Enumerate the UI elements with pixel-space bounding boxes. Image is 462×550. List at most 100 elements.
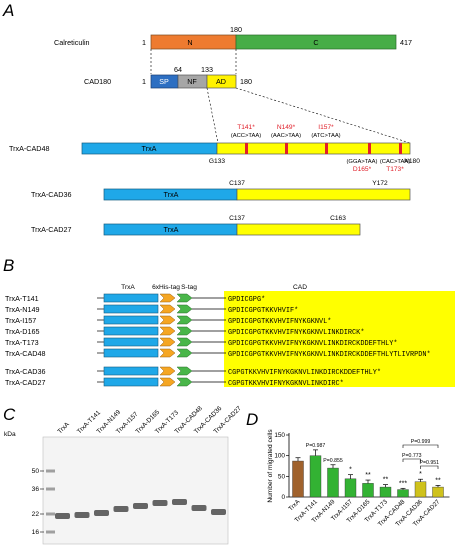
ladder-band [46, 512, 55, 516]
cad-sequence: GPDICGPG* [228, 296, 265, 304]
trxa-cad48-label: TrxA-CAD48 [9, 144, 49, 153]
ladder-band [46, 469, 55, 473]
header-cad: CAD [293, 284, 307, 291]
bar [397, 489, 409, 498]
marker-size: 50 [32, 468, 40, 475]
construct-name: TrxA-I157 [5, 316, 36, 325]
significance-label: P=0.987 [306, 443, 326, 449]
y-tick-label: 150 [274, 432, 285, 439]
trxa-block [103, 366, 159, 376]
cad180-end: 180 [240, 77, 252, 86]
trxa-cad36-left: C137 [229, 180, 245, 187]
cad-sequence: GPDICGPGTKKVHVIFNYKGKNVLINKDIRCKDDEFTHLY… [228, 340, 398, 348]
bar-chart: 050100150TrxAP=0.987TrxA-T141P=0.855TrxA… [274, 432, 450, 528]
cad180-ad-domain [206, 74, 237, 89]
panel-d-label: D [246, 410, 258, 429]
cad180-ad-label: AD [216, 77, 226, 86]
comparison-bracket [402, 458, 421, 462]
trxa-block [103, 348, 159, 358]
mutation-name: T141* [237, 124, 255, 131]
comparison-bracket [420, 465, 439, 469]
bar [344, 478, 357, 498]
trxa-cad48-trxa-label: TrxA [142, 144, 157, 153]
panel-b-label: B [3, 256, 14, 275]
his-tag-chevron [159, 348, 176, 358]
trxa-cad48-left: G133 [209, 158, 225, 165]
his-tag-chevron [159, 337, 176, 347]
s-tag-chevron [176, 293, 193, 303]
s-tag-chevron [176, 304, 193, 314]
calreticulin-n-domain [150, 34, 237, 50]
construct-name: TrxA-D165 [5, 327, 39, 336]
his-tag-chevron [159, 377, 176, 387]
construct-name: TrxA-CAD36 [5, 367, 45, 376]
his-tag-chevron [159, 366, 176, 376]
trxa-block [103, 337, 159, 347]
s-tag-chevron [176, 337, 193, 347]
cad180-label: CAD180 [84, 77, 111, 86]
s-tag-chevron [176, 326, 193, 336]
bar [309, 455, 322, 498]
calreticulin-start: 1 [142, 38, 146, 47]
calreticulin-c-domain [235, 34, 397, 50]
significance-label: * [349, 467, 352, 474]
protein-band [152, 500, 168, 506]
his-tag-chevron [159, 326, 176, 336]
mutation-marker [399, 143, 402, 154]
mutation-name: I157* [318, 124, 334, 131]
x-tick-label: TrxA [287, 498, 302, 513]
calreticulin-boundary: 180 [230, 25, 242, 34]
cad-sequence: CGPGTKKVHVIFNYKGKNVLINKDIRCKDDEFTHLY* [228, 369, 381, 377]
construct-name: TrxA-T141 [5, 294, 39, 303]
mutation-codon: (ATC>TAA) [311, 133, 340, 139]
trxa-cad48-right: N180 [404, 158, 420, 165]
protein-bands [55, 499, 226, 519]
bar [362, 483, 374, 498]
significance-label: ** [383, 477, 389, 484]
lane-label: TrxA [56, 421, 71, 436]
dashed-connector [235, 87, 411, 144]
construct-name: TrxA-T173 [5, 338, 39, 347]
marker-size: 36 [32, 486, 40, 493]
bar [327, 467, 339, 498]
s-tag-chevron [176, 315, 193, 325]
calreticulin-c-label: C [313, 38, 318, 47]
cad180-start: 1 [142, 77, 146, 86]
bar [432, 486, 444, 498]
cad-sequence: GPDICGPGTKKVHVIF* [228, 307, 298, 315]
construct-name: TrxA-CAD27 [5, 378, 45, 387]
his-tag-chevron [159, 293, 176, 303]
trxa-cad36-cad-domain [236, 188, 411, 201]
his-tag-chevron [159, 304, 176, 314]
protein-band [94, 510, 109, 516]
trxa-cad27-label: TrxA-CAD27 [31, 225, 71, 234]
header-trxa: TrxA [121, 284, 135, 291]
s-tag-chevron [176, 348, 193, 358]
mutation-name: T173* [386, 166, 404, 173]
mutation-codon: (ACC>TAA) [231, 133, 261, 139]
protein-band [191, 505, 207, 511]
y-tick-label: 100 [274, 453, 285, 460]
trxa-cad36-label: TrxA-CAD36 [31, 190, 71, 199]
calreticulin-end: 417 [400, 38, 412, 47]
comparison-label: P=0.773 [402, 453, 422, 459]
trxa-block [103, 326, 159, 336]
significance-label: *** [399, 480, 407, 487]
gel-image [42, 436, 229, 545]
significance-label: ** [435, 477, 441, 484]
trxa-cad36-trxa-label: TrxA [164, 190, 179, 199]
cad-sequence: CGPGTKKVHVIFNYKGKNVLINKDIRC* [228, 380, 344, 388]
protein-band [172, 499, 187, 505]
cad180-nf-label: NF [187, 77, 197, 86]
cad-sequence-background [224, 291, 455, 387]
significance-label: P=0.855 [323, 458, 343, 464]
header-s-tag: S-tag [181, 284, 197, 291]
marker-size: 16 [32, 529, 40, 536]
mutation-marker [325, 143, 328, 154]
significance-label: * [419, 471, 422, 478]
protein-band [74, 512, 90, 518]
